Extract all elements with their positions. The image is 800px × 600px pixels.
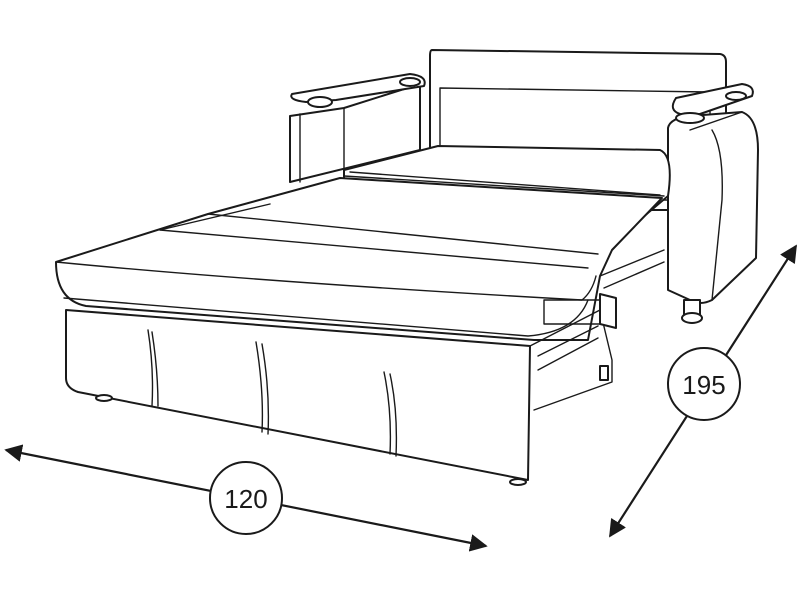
- width-dimension-label: 120: [224, 484, 267, 514]
- right-armrest: [667, 83, 759, 324]
- length-dimension: 195: [609, 244, 797, 538]
- left-armrest: [289, 73, 426, 183]
- length-dimension-label: 195: [682, 370, 725, 400]
- mattress: [55, 175, 665, 341]
- width-dimension: 120: [4, 444, 488, 552]
